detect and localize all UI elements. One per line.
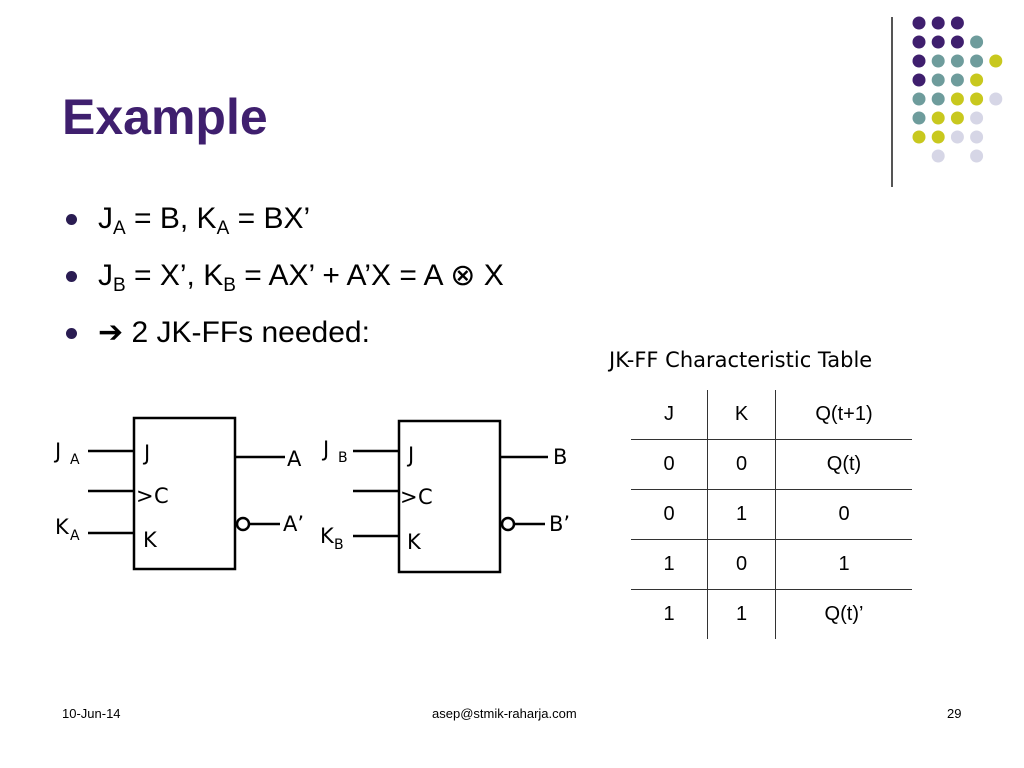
slide-title: Example: [62, 89, 268, 145]
subscript: A: [216, 218, 230, 239]
table-header-row: J K Q(t+1): [631, 390, 912, 440]
ffa-input-j: J: [53, 439, 61, 463]
decorative-dot: [970, 54, 984, 68]
decorative-dot: [970, 92, 984, 106]
bullet-item: JA = B, KA = BX’: [62, 195, 504, 252]
decorative-divider: [891, 17, 893, 187]
ffa-input-k-sub: A: [70, 528, 80, 544]
decorative-dot: [970, 130, 984, 144]
table-cell: 1: [707, 489, 776, 540]
ffb-input-j-sub: B: [338, 450, 348, 466]
bullet-icon: [66, 214, 77, 225]
decorative-dot-grid: [912, 16, 1003, 163]
table-cell: 1: [775, 539, 912, 590]
decorative-dot: [989, 92, 1003, 106]
decorative-dot: [912, 111, 926, 125]
table-cell: Q(t)’: [775, 589, 912, 639]
table-cell: 1: [707, 589, 776, 639]
decorative-dot: [912, 73, 926, 87]
table-cell: 0: [775, 489, 912, 540]
table-cell: 1: [663, 603, 675, 625]
flip-flop-a: [88, 416, 285, 571]
table-cell: Q(t): [775, 439, 912, 490]
ffa-input-j-sub: A: [70, 452, 80, 468]
decorative-dot: [931, 35, 945, 49]
decorative-dot: [912, 35, 926, 49]
subscript: B: [223, 275, 236, 296]
jk-flip-flop-diagrams: J A K A J > C K A A’ J B K B J > C K B B…: [53, 416, 570, 574]
bullet-text: JA = B, KA = BX’: [98, 202, 311, 239]
decorative-dot: [950, 130, 964, 144]
flip-flop-b: [353, 419, 548, 574]
bullet-icon: [66, 328, 77, 339]
decorative-dot: [970, 111, 984, 125]
decorative-dot: [931, 73, 945, 87]
table-cell: 1: [663, 553, 675, 575]
bullet-text: JB = X’, KB = AX’ + A’X = A ⊗ X: [98, 259, 504, 296]
decorative-dot: [950, 54, 964, 68]
ffb-clock-mark: >: [400, 485, 418, 509]
decorative-dot: [950, 16, 964, 30]
decorative-dot: [931, 130, 945, 144]
ffb-input-k: K: [320, 524, 335, 548]
decorative-dot: [950, 73, 964, 87]
table-row: 0 1 0: [631, 489, 912, 540]
ffa-box-k: K: [143, 528, 158, 552]
ffb-input-j: J: [321, 437, 329, 461]
table-header-cell: K: [707, 390, 776, 440]
decorative-dot: [970, 73, 984, 87]
ffb-box-c: C: [418, 485, 433, 509]
flip-flop-a-box: [132, 416, 237, 571]
decorative-dot: [912, 92, 926, 106]
subscript: B: [113, 275, 126, 296]
ffa-input-k: K: [55, 515, 70, 539]
ffb-output-qn: B’: [549, 512, 570, 536]
bullet-item: ➔ 2 JK-FFs needed:: [62, 309, 504, 366]
decorative-dot: [970, 149, 984, 163]
ffa-output-qn: A’: [283, 512, 304, 536]
ffa-box-j: J: [142, 441, 150, 465]
decorative-dot: [931, 54, 945, 68]
decorative-dot: [912, 54, 926, 68]
table-row: 0 0 Q(t): [631, 439, 912, 490]
table-row: 1 0 1: [631, 539, 912, 590]
footer-email: asep@stmik-raharja.com: [432, 706, 577, 721]
table-cell: 0: [707, 539, 776, 590]
decorative-dot: [931, 92, 945, 106]
table-header-cell: Q(t+1): [775, 390, 912, 440]
ffb-output-q: B: [553, 445, 567, 469]
bullet-list: JA = B, KA = BX’ JB = X’, KB = AX’ + A’X…: [62, 195, 504, 366]
subscript: A: [113, 218, 126, 239]
decorative-dot: [931, 16, 945, 30]
ffb-box-k: K: [407, 530, 422, 554]
bullet-text: ➔ 2 JK-FFs needed:: [98, 316, 370, 349]
decorative-dot: [912, 16, 926, 30]
bullet-item: JB = X’, KB = AX’ + A’X = A ⊗ X: [62, 252, 504, 309]
table-header-cell: J: [664, 403, 674, 425]
table-caption: JK-FF Characteristic Table: [609, 348, 873, 372]
flip-flop-b-box: [397, 419, 502, 574]
footer-page-number: 29: [947, 706, 962, 721]
decorative-dot: [931, 111, 945, 125]
ffb-input-k-sub: B: [334, 537, 344, 553]
ffa-box-c: C: [154, 484, 169, 508]
decorative-dot: [950, 92, 964, 106]
table-row: 1 1 Q(t)’: [631, 589, 912, 639]
decorative-dot: [931, 149, 945, 163]
ffb-box-j: J: [406, 443, 414, 467]
decorative-dot: [912, 130, 926, 144]
ffa-clock-mark: >: [136, 484, 154, 508]
characteristic-table: J K Q(t+1) 0 0 Q(t) 0 1 0 1 0 1 1 1 Q(t)…: [631, 390, 912, 639]
footer-date: 10-Jun-14: [62, 706, 121, 721]
decorative-dot: [970, 35, 984, 49]
bullet-icon: [66, 271, 77, 282]
table-cell: 0: [663, 503, 675, 525]
table-cell: 0: [663, 453, 675, 475]
decorative-dot: [950, 111, 964, 125]
decorative-dot: [989, 54, 1003, 68]
decorative-dot: [950, 35, 964, 49]
ffa-output-q: A: [287, 447, 302, 471]
table-cell: 0: [707, 439, 776, 490]
